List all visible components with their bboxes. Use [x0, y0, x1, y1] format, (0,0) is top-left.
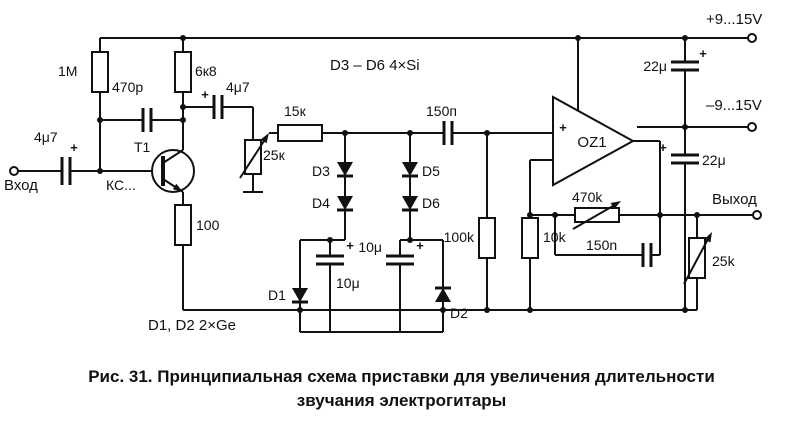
capacitor-10u-1-plus: +: [346, 238, 354, 253]
note-d1-d2: D1, D2 2×Ge: [148, 317, 236, 334]
capacitor-4u7-plus: +: [201, 87, 209, 102]
capacitor-22u-top: [671, 60, 699, 72]
pot-25k-output: [683, 232, 712, 285]
pot-arrow-icon: [610, 201, 621, 209]
diode-d3-label: D3: [312, 163, 330, 179]
capacitor-4u7-coupling: [212, 95, 224, 119]
capacitor-4u7-label: 4μ7: [226, 79, 250, 95]
resistor-100k: [478, 217, 496, 259]
caption-line2: звучания электрогитары: [296, 391, 507, 410]
junction-dots: [97, 35, 700, 313]
pot-25k-output-label: 25k: [712, 253, 736, 269]
capacitor-10u-2-plus: +: [416, 238, 424, 253]
resistor-100k-label: 100k: [444, 229, 475, 245]
capacitor-150n-label: 150n: [586, 237, 617, 253]
wires: [18, 37, 753, 333]
diode-d2-label: D2: [450, 305, 468, 321]
vplus-label: +9...15V: [706, 11, 762, 28]
capacitor-22u-bottom-label: 22μ: [702, 152, 726, 168]
capacitor-22u-top-label: 22μ: [643, 58, 667, 74]
terminals: [9, 33, 762, 220]
transistor-t1-label: Т1: [134, 139, 151, 155]
capacitor-10u-2: [386, 254, 414, 266]
resistor-15k: [277, 124, 323, 142]
output-label: Выход: [712, 191, 757, 208]
capacitor-150p-label: 150п: [426, 103, 457, 119]
capacitors: [60, 60, 699, 267]
capacitor-150n: [641, 243, 653, 267]
diode-d2: [435, 286, 451, 302]
circuit-schematic: + OZ1 +9...15V –9...15V Вход Выход 1M 47…: [4, 11, 762, 334]
pot-25k-input: [239, 133, 269, 179]
pot-arrow-icon: [260, 133, 269, 144]
diodes: [292, 162, 451, 304]
resistor-10k: [521, 217, 539, 259]
diode-d6-label: D6: [422, 195, 440, 211]
figure-caption: Рис. 31. Принципиальная схема приставки …: [0, 365, 803, 413]
capacitor-470p: [141, 108, 153, 132]
capacitor-4u7-input-plus: +: [70, 140, 78, 155]
resistor-15k-label: 15к: [284, 103, 307, 119]
resistor-100: [174, 204, 192, 246]
diode-d4-label: D4: [312, 195, 330, 211]
capacitor-22u-top-plus: +: [699, 46, 707, 61]
capacitor-470p-label: 470p: [112, 79, 143, 95]
emitter-arrow-icon: [172, 183, 183, 192]
potentiometers: [239, 133, 712, 285]
capacitor-22u-bottom-plus: +: [659, 140, 667, 155]
capacitor-4u7-input: [60, 157, 72, 185]
diode-d1-label: D1: [268, 287, 286, 303]
diode-d3: [337, 162, 353, 178]
capacitor-10u-2-label: 10μ: [358, 239, 382, 255]
pot-arrow-icon: [704, 232, 712, 243]
input-label: Вход: [4, 177, 38, 194]
capacitor-10u-1: [316, 254, 344, 266]
resistors: [91, 51, 539, 259]
capacitor-4u7-input-label: 4μ7: [34, 129, 58, 145]
labels: +9...15V –9...15V Вход Выход 1M 470p 6к8…: [4, 11, 762, 334]
resistor-6k8-label: 6к8: [195, 63, 217, 79]
capacitor-10u-1-label: 10μ: [336, 275, 360, 291]
diode-d5-label: D5: [422, 163, 440, 179]
note-d3-d6: D3 – D6 4×Si: [330, 57, 420, 74]
resistor-10k-label: 10k: [543, 229, 567, 245]
transistor-t1: [151, 149, 195, 193]
diode-d5: [402, 162, 418, 178]
vplus-terminal: [747, 33, 757, 43]
resistor-6k8: [174, 51, 192, 93]
resistor-100-label: 100: [196, 217, 220, 233]
input-terminal: [9, 166, 19, 176]
transistor-type-label: КС...: [106, 177, 136, 193]
diode-d4: [337, 196, 353, 212]
pot-25k-input-label: 25к: [263, 147, 286, 163]
resistor-1m: [91, 51, 109, 93]
caption-line1: Рис. 31. Принципиальная схема приставки …: [88, 367, 715, 386]
opamp-plus-input: +: [559, 120, 567, 135]
diode-d6: [402, 196, 418, 212]
opamp-oz1: + OZ1: [552, 95, 636, 187]
output-terminal: [752, 210, 762, 220]
vminus-label: –9...15V: [706, 97, 762, 114]
diode-d1: [292, 288, 308, 304]
capacitor-150p: [442, 121, 454, 145]
pot-470k: [572, 201, 621, 230]
vminus-terminal: [747, 122, 757, 132]
resistor-1m-label: 1M: [58, 63, 77, 79]
pot-470k-label: 470k: [572, 189, 603, 205]
opamp-label: OZ1: [577, 134, 606, 151]
capacitor-22u-bottom: [671, 153, 699, 165]
